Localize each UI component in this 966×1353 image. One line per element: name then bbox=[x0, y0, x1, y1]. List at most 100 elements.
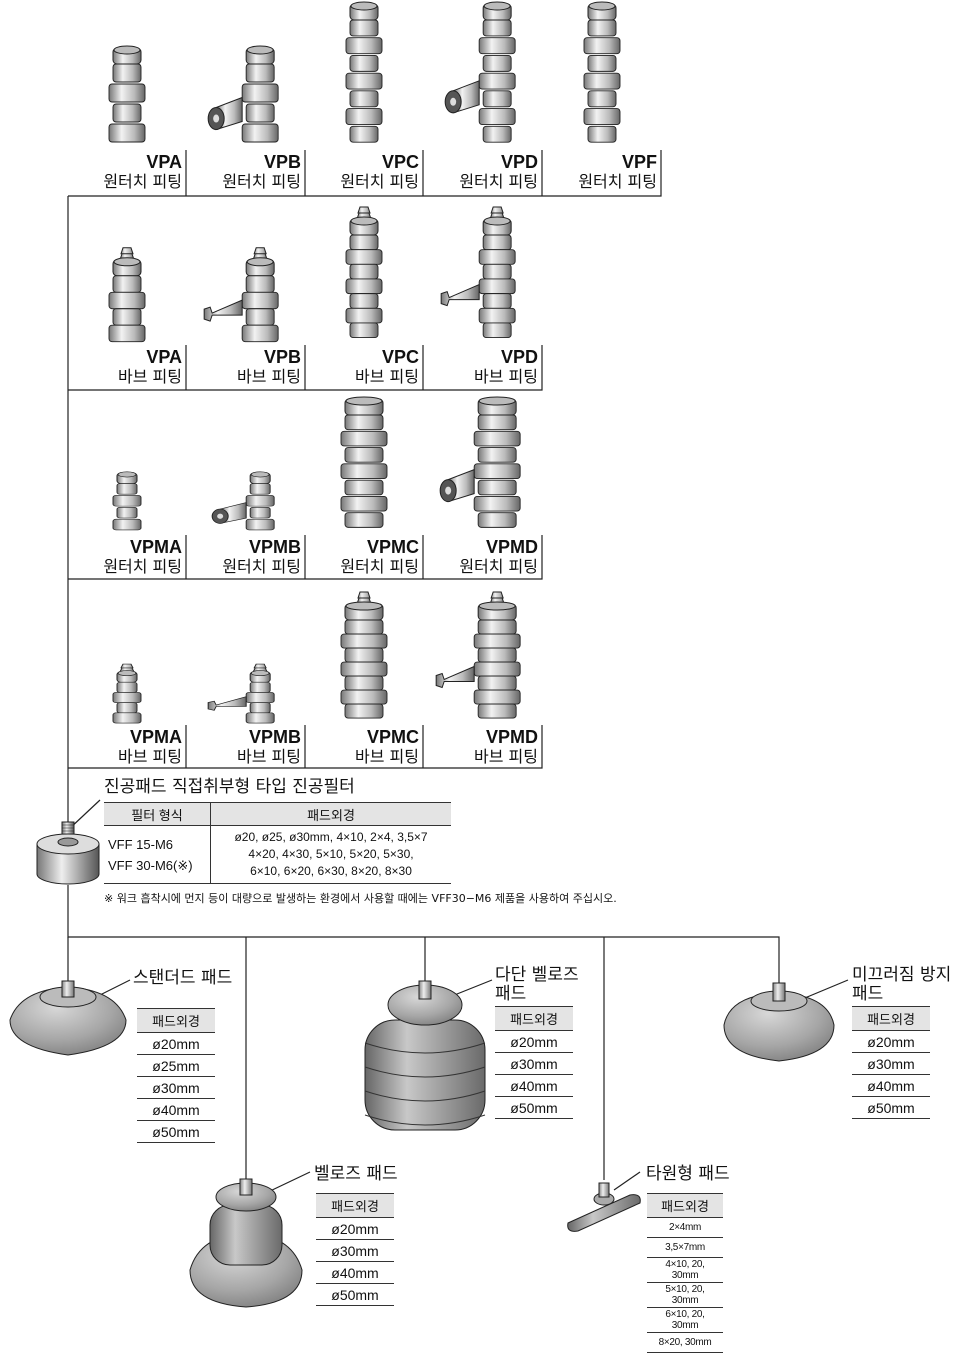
pad-size-cell: ø30mm bbox=[852, 1052, 930, 1075]
fitting-image-vpc bbox=[345, 206, 383, 339]
fitting-code: VPD bbox=[500, 152, 538, 172]
pad-size-cell: ø25mm bbox=[137, 1054, 215, 1077]
fitting-image-vpmb bbox=[207, 663, 275, 724]
filter-size-line: ø20, ø25, ø30mm, 4×10, 2×4, 3,5×7 bbox=[234, 830, 428, 844]
pad-size-header: 패드외경 bbox=[647, 1193, 723, 1218]
fitting-code: VPD bbox=[500, 347, 538, 367]
fitting-kind: 원터치 피팅 bbox=[459, 172, 538, 191]
pad-size-cell: ø40mm bbox=[495, 1074, 573, 1097]
fitting-image-vpd bbox=[444, 1, 516, 143]
fitting-kind: 바브 피팅 bbox=[237, 747, 301, 766]
oval-pad-title: 타원형 패드 bbox=[646, 1164, 730, 1184]
pad-size-cell: 2×4mm bbox=[647, 1217, 723, 1238]
fitting-kind: 원터치 피팅 bbox=[578, 172, 657, 191]
anti-slip-pad-image bbox=[723, 982, 835, 1062]
fitting-kind: 원터치 피팅 bbox=[222, 557, 301, 576]
pad-size-cell: ø40mm bbox=[316, 1261, 394, 1284]
standard-pad-image bbox=[9, 980, 127, 1056]
fitting-kind: 바브 피팅 bbox=[355, 367, 419, 386]
fitting-code: VPMB bbox=[248, 727, 301, 747]
fitting-kind: 바브 피팅 bbox=[118, 367, 182, 386]
fitting-code: VPF bbox=[621, 152, 657, 172]
multi-bellows-pad-title-2: 패드 bbox=[495, 984, 527, 1004]
fitting-image-vpmc bbox=[340, 396, 388, 528]
fitting-kind: 원터치 피팅 bbox=[340, 172, 419, 191]
fitting-image-vpb bbox=[203, 247, 279, 343]
pad-size-cell: ø20mm bbox=[852, 1030, 930, 1053]
filter-col-size: 패드외경 bbox=[210, 802, 451, 826]
fitting-code: VPMC bbox=[366, 537, 419, 557]
fitting-image-vpmd bbox=[439, 396, 521, 528]
fitting-code: VPC bbox=[381, 152, 419, 172]
fitting-kind: 바브 피팅 bbox=[237, 367, 301, 386]
fitting-image-vpmd bbox=[435, 591, 521, 719]
anti-slip-pad-title-1: 미끄러짐 방지 bbox=[852, 965, 952, 985]
fitting-code: VPB bbox=[263, 152, 301, 172]
fitting-code: VPMD bbox=[485, 727, 538, 747]
pad-size-cell: 8×20, 30mm bbox=[647, 1332, 723, 1353]
fitting-code: VPC bbox=[381, 347, 419, 367]
pad-size-cell: ø30mm bbox=[137, 1076, 215, 1099]
fitting-image-vpma bbox=[112, 471, 142, 531]
pad-size-cell: ø50mm bbox=[852, 1096, 930, 1119]
vacuum-filter-image bbox=[36, 821, 100, 885]
pad-size-header: 패드외경 bbox=[316, 1193, 394, 1218]
filter-spec-table: 필터 형식 패드외경 VFF 15-M6 VFF 30-M6(※) ø20, ø… bbox=[104, 802, 451, 884]
pad-size-cell: 5×10, 20, 30mm bbox=[647, 1282, 723, 1308]
bellows-pad-title: 벨로즈 패드 bbox=[314, 1164, 398, 1184]
fitting-kind: 바브 피팅 bbox=[474, 367, 538, 386]
fitting-image-vpmb bbox=[211, 471, 275, 531]
fitting-image-vpmc bbox=[340, 591, 388, 719]
fitting-image-vpc bbox=[345, 1, 383, 143]
pad-size-cell: ø20mm bbox=[316, 1217, 394, 1240]
pad-size-cell: 3,5×7mm bbox=[647, 1237, 723, 1258]
standard-pad-title: 스탠더드 패드 bbox=[133, 968, 233, 988]
pad-size-cell: ø50mm bbox=[316, 1283, 394, 1306]
pad-size-cell: 4×10, 20, 30mm bbox=[647, 1257, 723, 1283]
fitting-image-vpf bbox=[583, 1, 621, 143]
fitting-code: VPMC bbox=[366, 727, 419, 747]
pad-size-cell: ø40mm bbox=[852, 1074, 930, 1097]
pad-size-header: 패드외경 bbox=[495, 1006, 573, 1031]
pad-size-cell: ø20mm bbox=[137, 1032, 215, 1055]
fitting-kind: 바브 피팅 bbox=[474, 747, 538, 766]
filter-note: ※ 워크 흡착시에 먼지 등이 대량으로 발생하는 환경에서 사용할 때에는 V… bbox=[104, 892, 617, 905]
bellows-pad-image bbox=[189, 1178, 303, 1308]
pad-size-cell: ø50mm bbox=[137, 1120, 215, 1143]
fitting-image-vpa bbox=[108, 45, 146, 143]
fitting-code: VPA bbox=[146, 347, 182, 367]
fitting-code: VPMD bbox=[485, 537, 538, 557]
anti-slip-pad-title-2: 패드 bbox=[852, 984, 884, 1004]
filter-title: 진공패드 직접취부형 타입 진공필터 bbox=[104, 777, 355, 797]
pad-size-cell: ø20mm bbox=[495, 1030, 573, 1053]
fitting-image-vpb bbox=[207, 45, 279, 143]
fitting-code: VPA bbox=[146, 152, 182, 172]
filter-col-model: 필터 형식 bbox=[104, 802, 211, 826]
fitting-code: VPMA bbox=[129, 537, 182, 557]
fitting-image-vpa bbox=[108, 247, 146, 343]
multi-bellows-pad-title-1: 다단 벨로즈 bbox=[495, 965, 579, 985]
filter-model: VFF 30-M6(※) bbox=[108, 857, 193, 873]
fitting-code: VPMB bbox=[248, 537, 301, 557]
fitting-kind: 원터치 피팅 bbox=[340, 557, 419, 576]
fitting-image-vpma bbox=[112, 663, 142, 724]
pad-size-cell: 6×10, 20, 30mm bbox=[647, 1307, 723, 1333]
filter-size-line: 6×10, 6×20, 6×30, 8×20, 8×30 bbox=[250, 864, 412, 878]
pad-size-header: 패드외경 bbox=[852, 1006, 930, 1031]
